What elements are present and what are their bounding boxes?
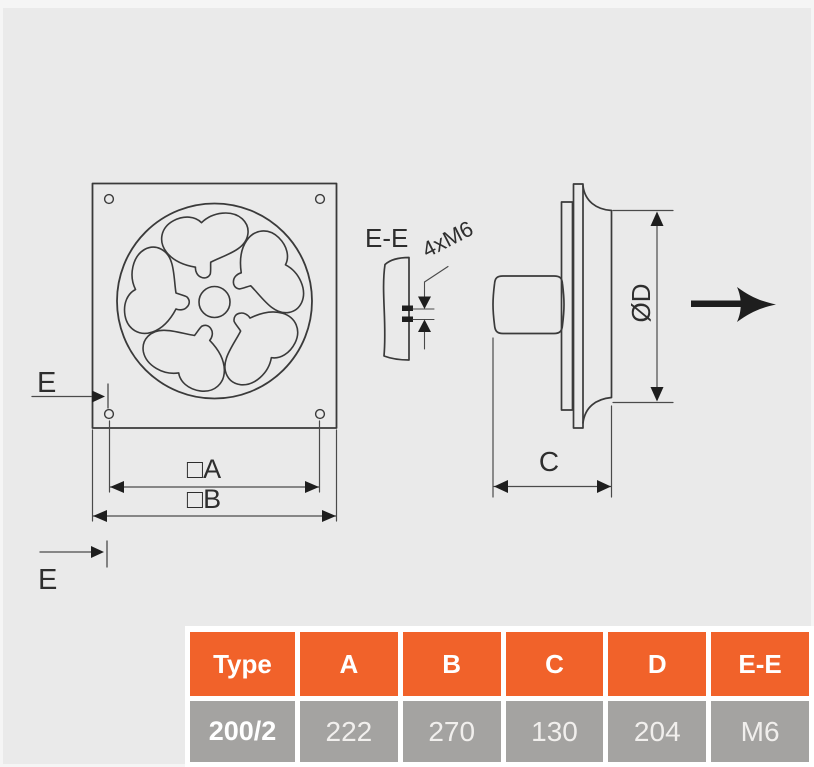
mounting-plate	[91, 182, 338, 429]
section-title: E-E	[365, 223, 408, 253]
mounting-hole-bottom-right	[314, 408, 326, 420]
section-plane-marks	[31, 383, 109, 568]
spec-header-b: B	[402, 632, 501, 696]
plate-cross-section	[382, 256, 410, 361]
fan-blade	[134, 307, 238, 398]
section-arrow-bottom	[91, 546, 104, 558]
spec-header-a: A	[300, 632, 398, 696]
fan-blade	[215, 222, 321, 332]
spec-header-c: C	[505, 632, 604, 696]
spec-table: Type A B C D E-E 200/2 222 270 130 204 M…	[185, 626, 814, 767]
dimension-b	[91, 429, 338, 522]
impeller-hub	[198, 285, 231, 319]
section-label-bottom: E	[38, 564, 57, 596]
spec-value-c: 130	[505, 701, 604, 762]
thread-callout: 4xM6	[418, 216, 477, 263]
mounting-hole-top-right	[314, 193, 326, 205]
inlet-bell-flare	[582, 185, 613, 424]
airflow-arrow	[691, 287, 776, 322]
impeller-outer-ring	[116, 202, 313, 400]
fan-blade	[123, 246, 191, 335]
dim-b-label: □B	[187, 484, 221, 514]
fan-blade	[202, 289, 307, 400]
spec-header-type: Type	[190, 632, 295, 696]
panel-edge	[572, 183, 584, 429]
thickness-arrow-down	[418, 296, 431, 309]
spec-value-type: 200/2	[190, 701, 295, 762]
spec-value-b: 270	[402, 701, 501, 762]
thread-hatch-upper	[402, 305, 413, 311]
technical-drawing: E E □A □B E-E	[31, 182, 776, 596]
dim-a-label: □A	[187, 454, 221, 484]
dim-c-label: C	[539, 446, 559, 477]
spec-header-d: D	[608, 632, 707, 696]
mounting-hole-top-left	[103, 193, 115, 205]
section-arrow-top	[92, 390, 105, 403]
dimension-a	[108, 420, 321, 493]
mounting-hole-bottom-left	[103, 408, 115, 420]
side-view	[492, 183, 613, 429]
thickness-arrow-up	[418, 319, 431, 332]
dim-d-label: ØD	[626, 284, 656, 323]
fan-impeller	[116, 198, 321, 400]
spec-value-ee: M6	[711, 701, 809, 762]
thread-hatch-lower	[402, 316, 413, 322]
callout-leader	[423, 265, 449, 283]
section-detail: E-E 4xM6	[365, 216, 477, 361]
plate-edge	[560, 201, 574, 411]
dimension-c	[492, 337, 613, 498]
spec-header-ee: E-E	[711, 632, 809, 696]
fan-blade	[155, 198, 260, 289]
dimension-d	[612, 209, 674, 404]
front-view	[91, 182, 338, 429]
motor-body	[492, 275, 565, 335]
section-label-top: E	[37, 367, 56, 399]
spec-value-d: 204	[608, 701, 707, 762]
spec-value-a: 222	[300, 701, 398, 762]
